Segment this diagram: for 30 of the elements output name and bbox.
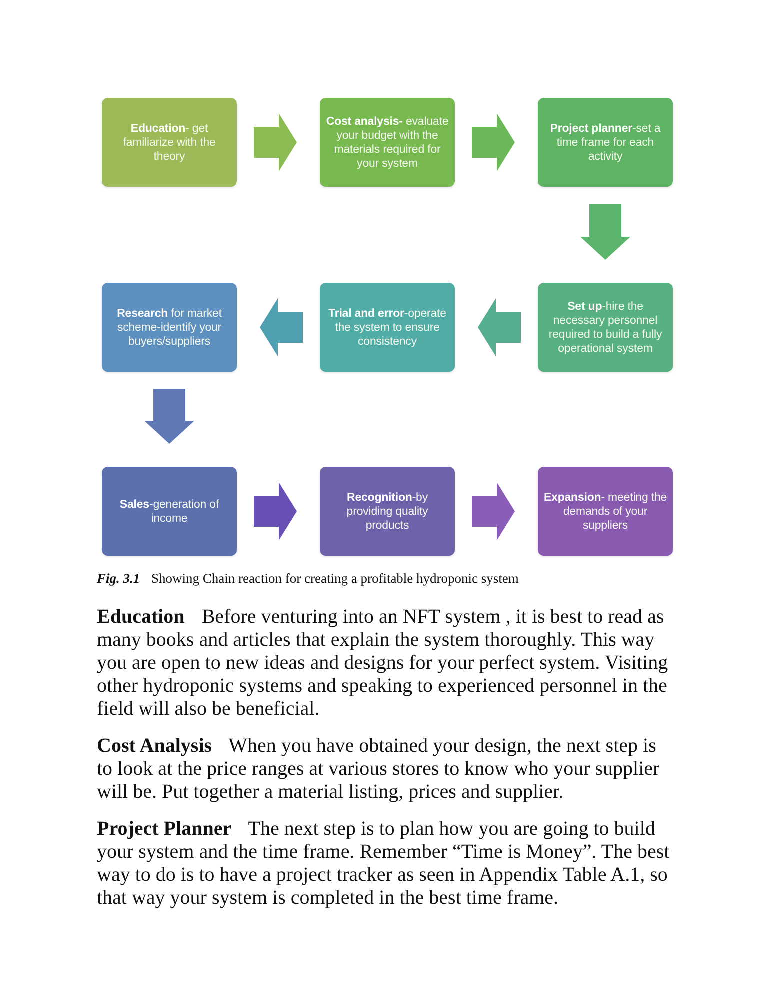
block-arrow	[580, 204, 630, 260]
step-text: Cost analysis- evaluate your budget with the materials required for your system	[325, 114, 450, 170]
process-box	[102, 98, 237, 187]
block-arrow	[472, 114, 515, 172]
figure-caption: Fig. 3.1 Showing Chain reaction for creating a profitable hydroponic system	[97, 571, 519, 587]
block-arrow	[254, 482, 297, 540]
body-paragraph: Cost Analysis When you have obtained your design, the next step is to look at the price ranges at various stores to know who your supplier will be. Put together a material listing, prices and supplier.	[97, 735, 661, 804]
step-text: Research for market scheme-identify your buyers/suppliers	[116, 306, 223, 348]
process-box	[102, 283, 237, 372]
process-box	[320, 283, 455, 372]
step-text: Project planner-set a time frame for each activity	[549, 122, 662, 164]
process-box	[538, 467, 673, 556]
process-box	[538, 98, 673, 187]
block-arrow	[260, 298, 303, 356]
block-arrow	[478, 298, 521, 356]
process-box	[320, 467, 455, 556]
step-text: Expansion- meeting the demands of your suppliers	[543, 490, 668, 532]
step-text: Set up-hire the necessary personnel required to build a fully operational system	[548, 300, 664, 356]
process-box	[320, 98, 455, 187]
block-arrow	[144, 389, 194, 444]
step-text: Sales-generation of income	[118, 498, 220, 526]
step-text: Recognition-by providing quality products	[346, 490, 430, 532]
body-paragraph: Education Before venturing into an NFT system , it is best to read as many books and articles that explain the system thoroughly. This way you are open to new ideas and designs for your perfect system. Visiting other hydroponic systems and speaking to experienced personnel in the field will also be beneficial.	[97, 606, 670, 721]
block-arrow	[472, 482, 515, 540]
step-text: Education- get familiarize with the theory	[122, 122, 217, 164]
process-box	[538, 283, 673, 372]
process-box	[102, 467, 237, 556]
step-text: Trial and error-operate the system to ensure consistency	[328, 306, 448, 348]
block-arrow	[254, 114, 297, 172]
body-paragraph: Project Planner The next step is to plan how you are going to build your system and the time frame. Remember “Time is Money”. The best way to do is to have a project tracker as seen in Appendix Table A.1, so that way your system is completed in the best time frame.	[97, 818, 671, 910]
